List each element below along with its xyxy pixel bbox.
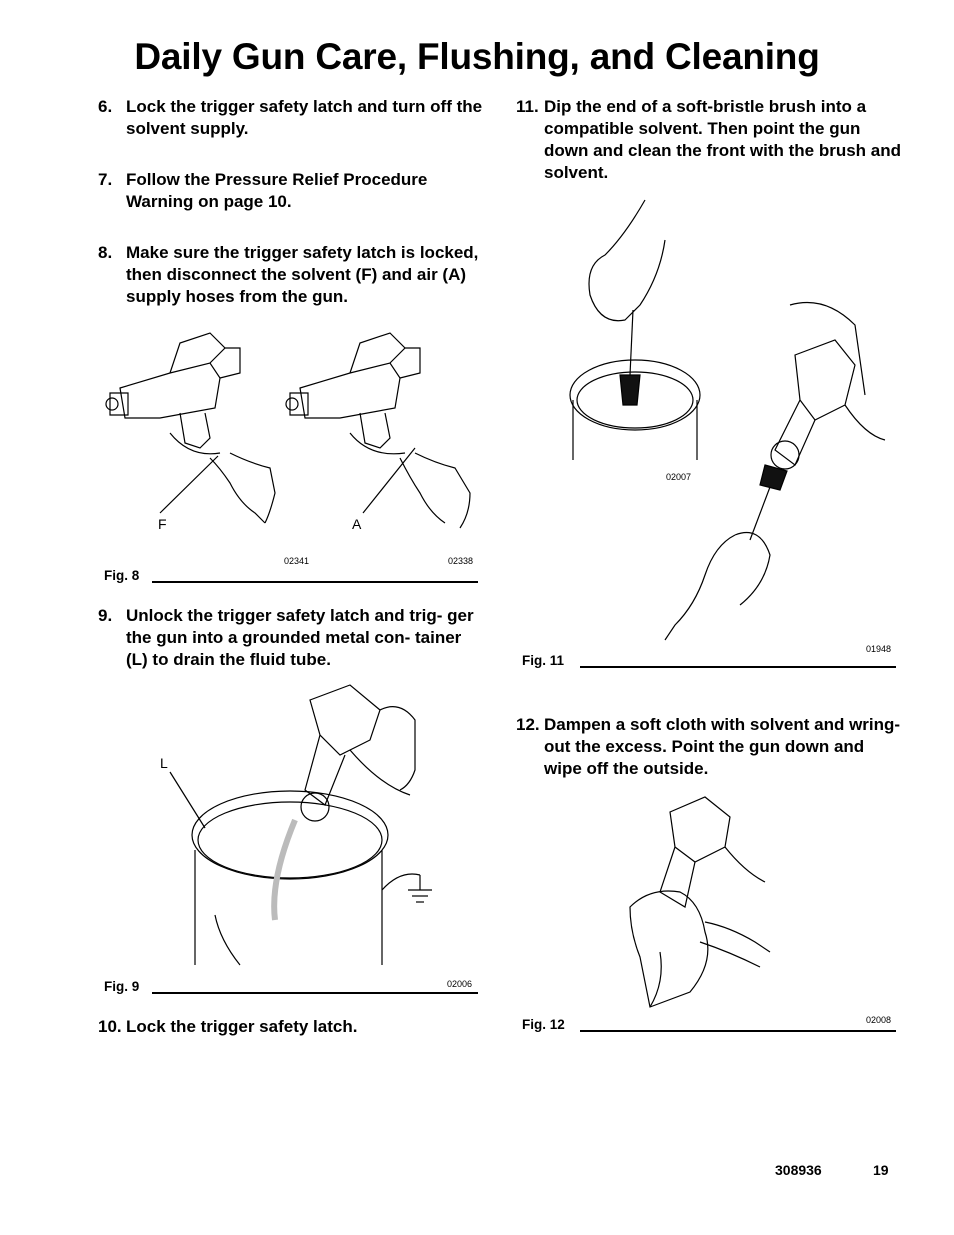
spray-gun-illustration bbox=[660, 797, 765, 907]
step-6: 6. Lock the trigger safety latch and tur… bbox=[98, 96, 483, 140]
figure-code: 02006 bbox=[447, 979, 473, 989]
step-9: 9. Unlock the trigger safety latch and t… bbox=[98, 605, 483, 671]
step-number: 6. bbox=[98, 97, 113, 116]
fig8-rule bbox=[152, 581, 478, 583]
callout-A: A bbox=[352, 516, 362, 532]
step-11: 11. Dip the end of a soft-bristle brush … bbox=[516, 96, 901, 184]
fig9-rule bbox=[152, 992, 478, 994]
step-text: Unlock the trigger safety latch and trig… bbox=[126, 606, 474, 669]
step-10: 10. Lock the trigger safety latch. bbox=[98, 1016, 483, 1038]
fig11-rule bbox=[580, 666, 896, 668]
callout-L: L bbox=[160, 755, 168, 771]
step-number: 7. bbox=[98, 170, 113, 189]
page-title: Daily Gun Care, Flushing, and Cleaning bbox=[134, 36, 820, 77]
step-12: 12. Dampen a soft cloth with solvent and… bbox=[516, 714, 901, 780]
step-8: 8. Make sure the trigger safety latch is… bbox=[98, 242, 483, 308]
step-text: Dip the end of a soft-bristle brush into… bbox=[544, 97, 901, 182]
fig12-illustration bbox=[620, 792, 780, 1012]
page-number: 19 bbox=[873, 1162, 889, 1178]
fig12-rule bbox=[580, 1030, 896, 1032]
step-text: Dampen a soft cloth with solvent and wri… bbox=[544, 715, 901, 778]
step-number: 9. bbox=[98, 606, 113, 625]
container-illustration bbox=[570, 360, 700, 460]
spray-gun-illustration bbox=[286, 333, 420, 454]
brush-illustration bbox=[620, 310, 640, 405]
figure-code: 02341 bbox=[284, 556, 310, 566]
step-text: Follow the Pressure Relief Procedure War… bbox=[126, 170, 428, 211]
step-text: Make sure the trigger safety latch is lo… bbox=[126, 243, 479, 306]
fig9-label: Fig. 9 bbox=[104, 979, 140, 994]
spray-gun-illustration bbox=[771, 340, 885, 469]
step-number: 11. bbox=[516, 97, 539, 116]
fig8-illustration bbox=[100, 318, 485, 538]
step-text: Lock the trigger safety latch and turn o… bbox=[126, 97, 483, 138]
step-number: 12. bbox=[516, 715, 540, 734]
ground-symbol-icon bbox=[408, 875, 432, 902]
hand-illustration bbox=[400, 453, 470, 528]
hand-illustration bbox=[700, 922, 770, 967]
container-illustration bbox=[192, 791, 388, 965]
cloth-illustration bbox=[630, 891, 708, 1007]
hand-illustration bbox=[210, 453, 275, 523]
hand-illustration bbox=[790, 303, 865, 396]
step-number: 8. bbox=[98, 243, 113, 262]
figure-code: 02338 bbox=[448, 556, 474, 566]
fig11-illustration bbox=[565, 195, 895, 645]
figure-code: 01948 bbox=[866, 644, 892, 654]
spray-gun-illustration bbox=[301, 685, 410, 821]
callout-F: F bbox=[158, 516, 167, 532]
step-number: 10. bbox=[98, 1017, 122, 1036]
spray-gun-illustration bbox=[106, 333, 240, 454]
doc-number: 308936 bbox=[775, 1162, 822, 1178]
fig11-label: Fig. 11 bbox=[522, 653, 565, 668]
hand-illustration bbox=[665, 533, 770, 641]
step-text: Lock the trigger safety latch. bbox=[126, 1017, 358, 1036]
fig9-illustration bbox=[150, 680, 450, 970]
brush-illustration bbox=[750, 465, 787, 540]
hand-illustration bbox=[380, 707, 415, 790]
figure-code: 02008 bbox=[866, 1015, 892, 1025]
hand-illustration bbox=[589, 200, 665, 321]
step-7: 7. Follow the Pressure Relief Procedure … bbox=[98, 169, 483, 213]
figure-code: 02007 bbox=[666, 472, 692, 482]
fig8-label: Fig. 8 bbox=[104, 568, 140, 583]
fig12-label: Fig. 12 bbox=[522, 1017, 565, 1032]
